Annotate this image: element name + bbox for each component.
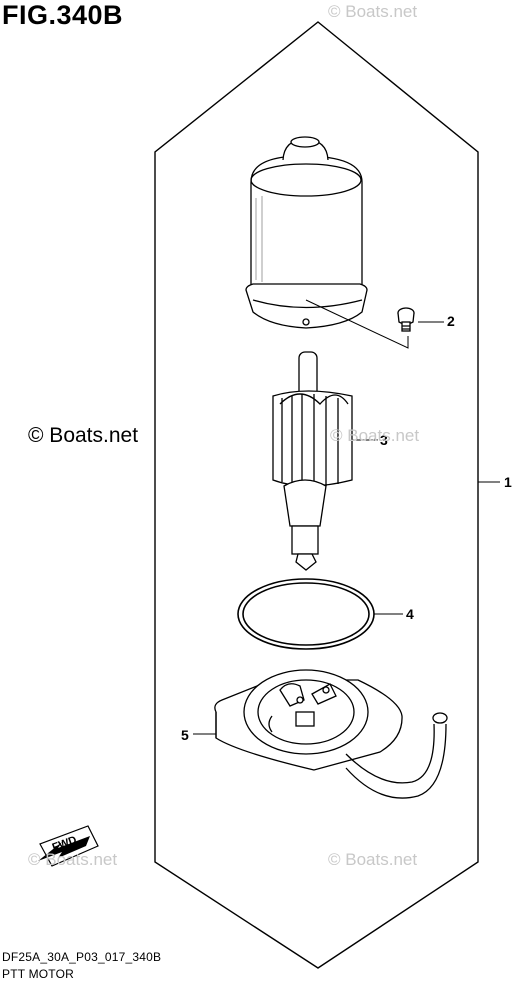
- watermark-mid: © Boats.net: [330, 426, 420, 445]
- screw: [397, 307, 415, 332]
- figure-name: PTT MOTOR: [2, 967, 75, 981]
- callout-5: 5: [181, 727, 189, 743]
- watermark-bottom-left: © Boats.net: [28, 850, 118, 869]
- callout-3: 3: [380, 432, 388, 448]
- brush-holder: [214, 669, 403, 771]
- watermark-main: © Boats.net: [28, 424, 139, 447]
- figure-code: DF25A_30A_P03_017_340B: [2, 950, 162, 964]
- fwd-arrow-icon: [38, 825, 99, 867]
- lead-wire: [345, 712, 448, 799]
- watermark-top: © Boats.net: [328, 2, 418, 21]
- callout-4: 4: [406, 606, 414, 622]
- watermark-bottom-right: © Boats.net: [328, 850, 418, 869]
- figure-title: FIG.340B: [2, 0, 124, 30]
- callout-2: 2: [447, 313, 455, 329]
- o-ring: [237, 578, 375, 650]
- motor-housing: [245, 136, 368, 329]
- screw-leader-line: [305, 299, 409, 349]
- armature: [272, 351, 353, 571]
- callout-1: 1: [504, 474, 512, 490]
- assembly-outline: [154, 21, 479, 969]
